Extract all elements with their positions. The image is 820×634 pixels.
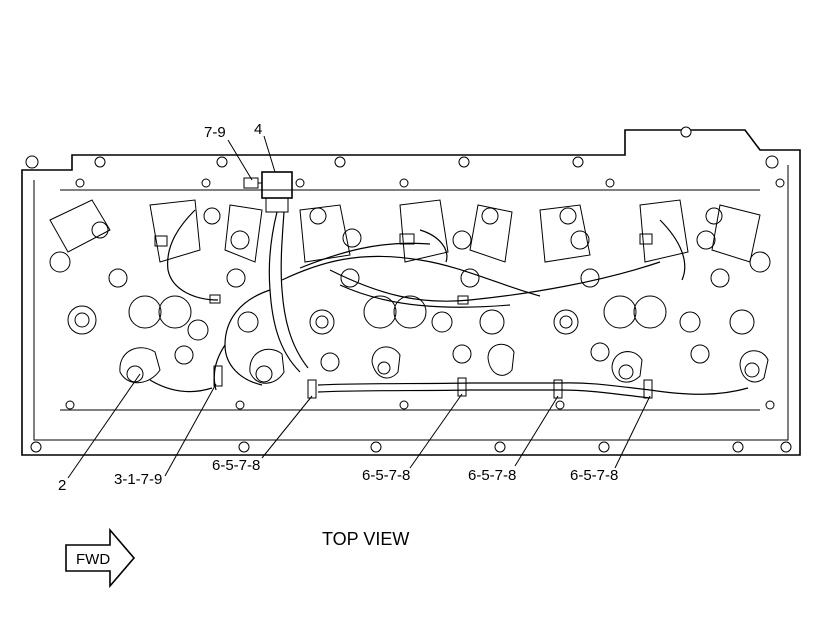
harness-connector-body xyxy=(243,171,293,213)
callout-6-5-7-8-d: 6-5-7-8 xyxy=(570,467,618,484)
fwd-arrow-label: FWD xyxy=(76,551,110,568)
callout-7-9: 7-9 xyxy=(204,124,226,141)
top-edge-bolts xyxy=(25,126,785,188)
callout-6-5-7-8-b: 6-5-7-8 xyxy=(362,467,410,484)
bottom-edge-bolts xyxy=(30,400,792,453)
callout-2: 2 xyxy=(58,477,66,494)
cylinder-3 xyxy=(309,207,427,372)
callout-6-5-7-8-c: 6-5-7-8 xyxy=(468,467,516,484)
cylinder-5 xyxy=(553,207,667,362)
injector-solenoids xyxy=(119,343,769,384)
cylinder-1 xyxy=(49,221,209,341)
rocker-arms xyxy=(49,199,761,263)
callout-4: 4 xyxy=(254,121,262,138)
cylinder-valve-groups xyxy=(49,207,771,372)
leader-lines xyxy=(67,135,651,479)
cylinder-2 xyxy=(174,207,259,365)
callout-6-5-7-8-a: 6-5-7-8 xyxy=(212,457,260,474)
wiring-harness xyxy=(149,209,749,399)
cylinder-4 xyxy=(431,207,505,364)
callout-3-1-7-9: 3-1-7-9 xyxy=(114,471,162,488)
view-title: TOP VIEW xyxy=(322,529,409,549)
cylinder-head-outline xyxy=(21,129,801,456)
fwd-arrow: FWD xyxy=(65,527,136,589)
cylinder-6 xyxy=(679,207,771,364)
harness-clips xyxy=(154,233,653,399)
